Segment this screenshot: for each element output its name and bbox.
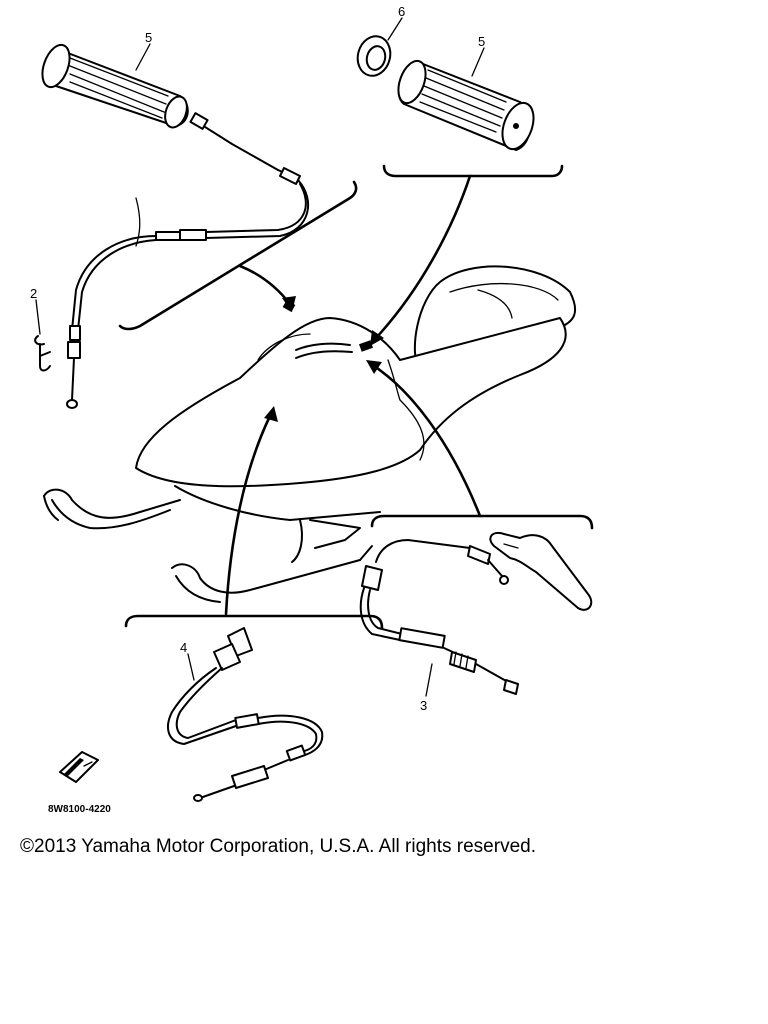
brake-group-bracket	[370, 514, 594, 530]
figure-code: 8W8100-4220	[48, 804, 111, 815]
brake-lever	[489, 532, 593, 611]
callout-speedo-cable: 4	[180, 640, 187, 655]
parts-diagram: 5 2 5	[30, 4, 594, 815]
copyright-notice: ©2013 Yamaha Motor Corporation, U.S.A. A…	[20, 836, 536, 857]
callout-brake-cable: 3	[420, 698, 427, 713]
left-grip	[41, 43, 189, 129]
right-grip	[397, 59, 535, 151]
snowmobile-body	[43, 265, 577, 603]
throttle-collar	[356, 35, 392, 77]
cable-clip	[34, 335, 51, 372]
callout-collar: 6	[398, 4, 405, 19]
throttle-cable	[66, 112, 310, 409]
speedo-group-bracket	[124, 614, 384, 630]
callout-clip: 2	[30, 286, 37, 301]
callout-grip-left: 5	[145, 30, 152, 45]
left-group-bracket	[118, 180, 358, 331]
right-group-bracket	[382, 164, 564, 178]
figure-badge-icon	[59, 751, 99, 783]
brake-cable	[359, 539, 519, 695]
speedometer-cable	[167, 627, 324, 802]
callout-grip-right: 5	[478, 34, 485, 49]
connection-arrows	[224, 174, 482, 616]
